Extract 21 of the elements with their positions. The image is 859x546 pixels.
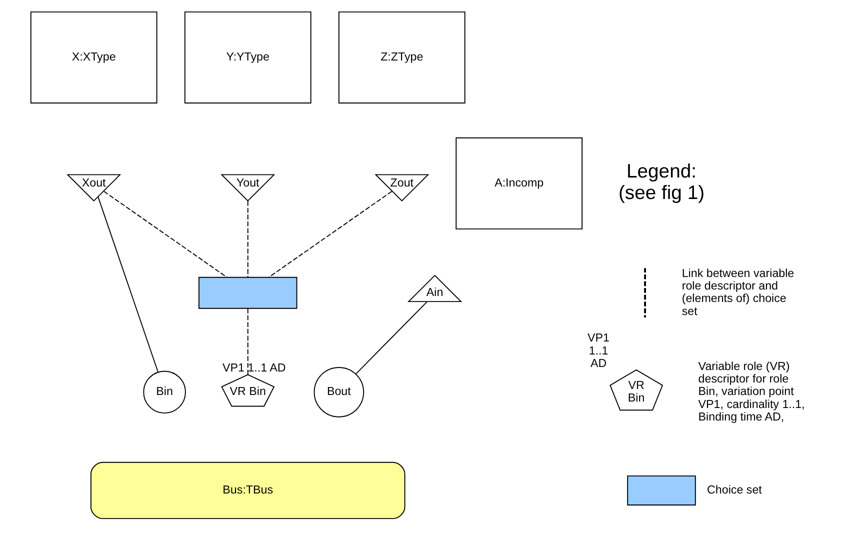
connector — [268, 190, 392, 278]
node-box — [198, 276, 298, 309]
legend-label: Choice set — [707, 483, 762, 496]
connector — [98, 196, 158, 372]
node-circle: Bin — [143, 370, 186, 414]
connector — [247, 200, 248, 278]
node-box: Y:YType — [184, 11, 312, 104]
legend-label: Link between variable role descriptor and (elements of) choice set — [682, 266, 794, 318]
connector — [355, 301, 428, 375]
node-box: Z:ZType — [338, 11, 466, 104]
node-box: A:Incomp — [456, 137, 583, 230]
node-circle: Bout — [314, 366, 364, 418]
legend-label: Variable role (VR) descriptor for role Bin, variation point VP1, cardinality 1..1, Binding time AD, — [698, 360, 805, 424]
label: VR Bin — [628, 378, 645, 404]
node-label: VP1 1..1 AD — [222, 361, 286, 374]
label: Legend: (see fig 1) — [618, 160, 705, 204]
label: VP1 1..1 AD — [588, 332, 610, 370]
connector — [247, 308, 248, 376]
connector — [103, 190, 228, 278]
node-box: X:XType — [30, 11, 158, 104]
node-box: Bus:TBus — [90, 462, 406, 520]
